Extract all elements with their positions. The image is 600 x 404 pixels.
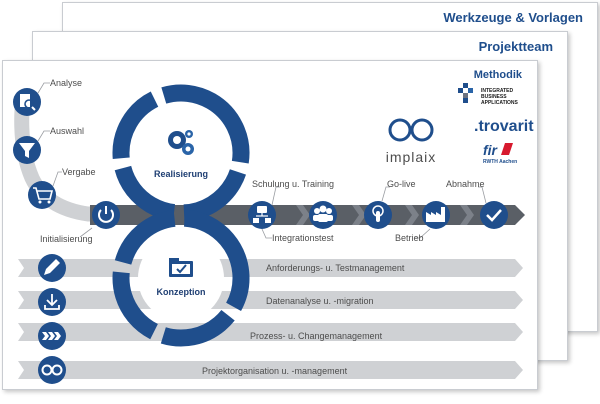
magnifier-icon xyxy=(24,99,34,109)
selection-step[interactable] xyxy=(13,136,41,164)
workstream-label-organisation: Projektorganisation u. -management xyxy=(202,366,348,376)
selection-path xyxy=(14,98,110,222)
svg-text:RWTH Aachen: RWTH Aachen xyxy=(483,159,517,165)
milestone-label-training: Schulung u. Training xyxy=(252,179,334,189)
milestone-label-integrationstest: Integrationstest xyxy=(272,233,334,243)
factory-icon xyxy=(426,207,445,222)
group-icon xyxy=(313,205,333,222)
loop-label-realisierung: Realisierung xyxy=(154,169,208,179)
implaix-logo: implaix xyxy=(386,118,437,165)
workstream-requirements[interactable] xyxy=(38,254,66,282)
infinity-icon xyxy=(41,364,63,376)
check-icon xyxy=(486,209,502,222)
funnel-icon xyxy=(19,143,35,158)
workstream-label-process: Prozess- u. Changemanagement xyxy=(250,331,383,341)
download-icon xyxy=(44,294,60,310)
step-label-vergabe: Vergabe xyxy=(62,167,96,177)
trovarit-logo: .trovarit xyxy=(474,118,534,135)
forward-chevrons-icon xyxy=(42,332,61,340)
card-title-team: Projektteam xyxy=(478,39,553,54)
award-step[interactable] xyxy=(28,181,56,209)
card-title-tools: Werkzeuge & Vorlagen xyxy=(443,10,583,25)
milestone-integrationstest[interactable] xyxy=(248,201,276,229)
document-icon xyxy=(20,94,30,107)
loop-realisierung xyxy=(112,84,250,222)
loop-label-konzeption: Konzeption xyxy=(157,287,206,297)
analysis-step[interactable] xyxy=(13,88,41,116)
fir-logo: fir RWTH Aachen xyxy=(483,142,517,165)
card-title-methodology: Methodik xyxy=(474,69,523,81)
milestone-initialisierung[interactable] xyxy=(92,201,120,229)
workstream-bands xyxy=(18,259,523,379)
workstream-band xyxy=(18,361,523,379)
loop-konzeption xyxy=(112,209,250,347)
milestone-label-golive: Go-live xyxy=(387,179,416,189)
milestone-label-abnahme: Abnahme xyxy=(446,179,485,189)
workstream-data[interactable] xyxy=(38,288,66,316)
workstream-process[interactable] xyxy=(38,322,66,350)
iba-logo: INTEGRATED BUSINESS APPLICATIONS xyxy=(458,83,519,106)
svg-text:implaix: implaix xyxy=(386,149,437,165)
step-label-analyse: Analyse xyxy=(50,78,82,88)
timeline-chevrons xyxy=(296,205,474,225)
step-label-auswahl: Auswahl xyxy=(50,126,84,136)
milestone-betrieb[interactable] xyxy=(422,201,450,229)
workstream-label-data: Datenanalyse u. -migration xyxy=(266,296,374,306)
svg-text:INTEGRATED: INTEGRATED xyxy=(481,88,514,94)
cart-icon xyxy=(33,187,54,200)
network-icon xyxy=(253,206,271,223)
milestone-label-initialisierung: Initialisierung xyxy=(40,234,93,244)
svg-text:fir: fir xyxy=(483,142,499,158)
milestone-training[interactable] xyxy=(309,201,337,229)
power-icon xyxy=(98,209,114,223)
workstream-label-requirements: Anforderungs- u. Testmanagement xyxy=(266,263,405,273)
milestone-golive[interactable] xyxy=(364,201,392,229)
pen-icon xyxy=(44,259,60,275)
svg-text:BUSINESS: BUSINESS xyxy=(481,94,507,100)
folder-icon xyxy=(169,258,193,277)
milestone-abnahme[interactable] xyxy=(480,201,508,229)
workstream-organisation[interactable] xyxy=(38,356,66,384)
svg-text:APPLICATIONS: APPLICATIONS xyxy=(481,100,519,106)
milestone-label-betrieb: Betrieb xyxy=(395,233,424,243)
gears-icon xyxy=(168,130,194,155)
